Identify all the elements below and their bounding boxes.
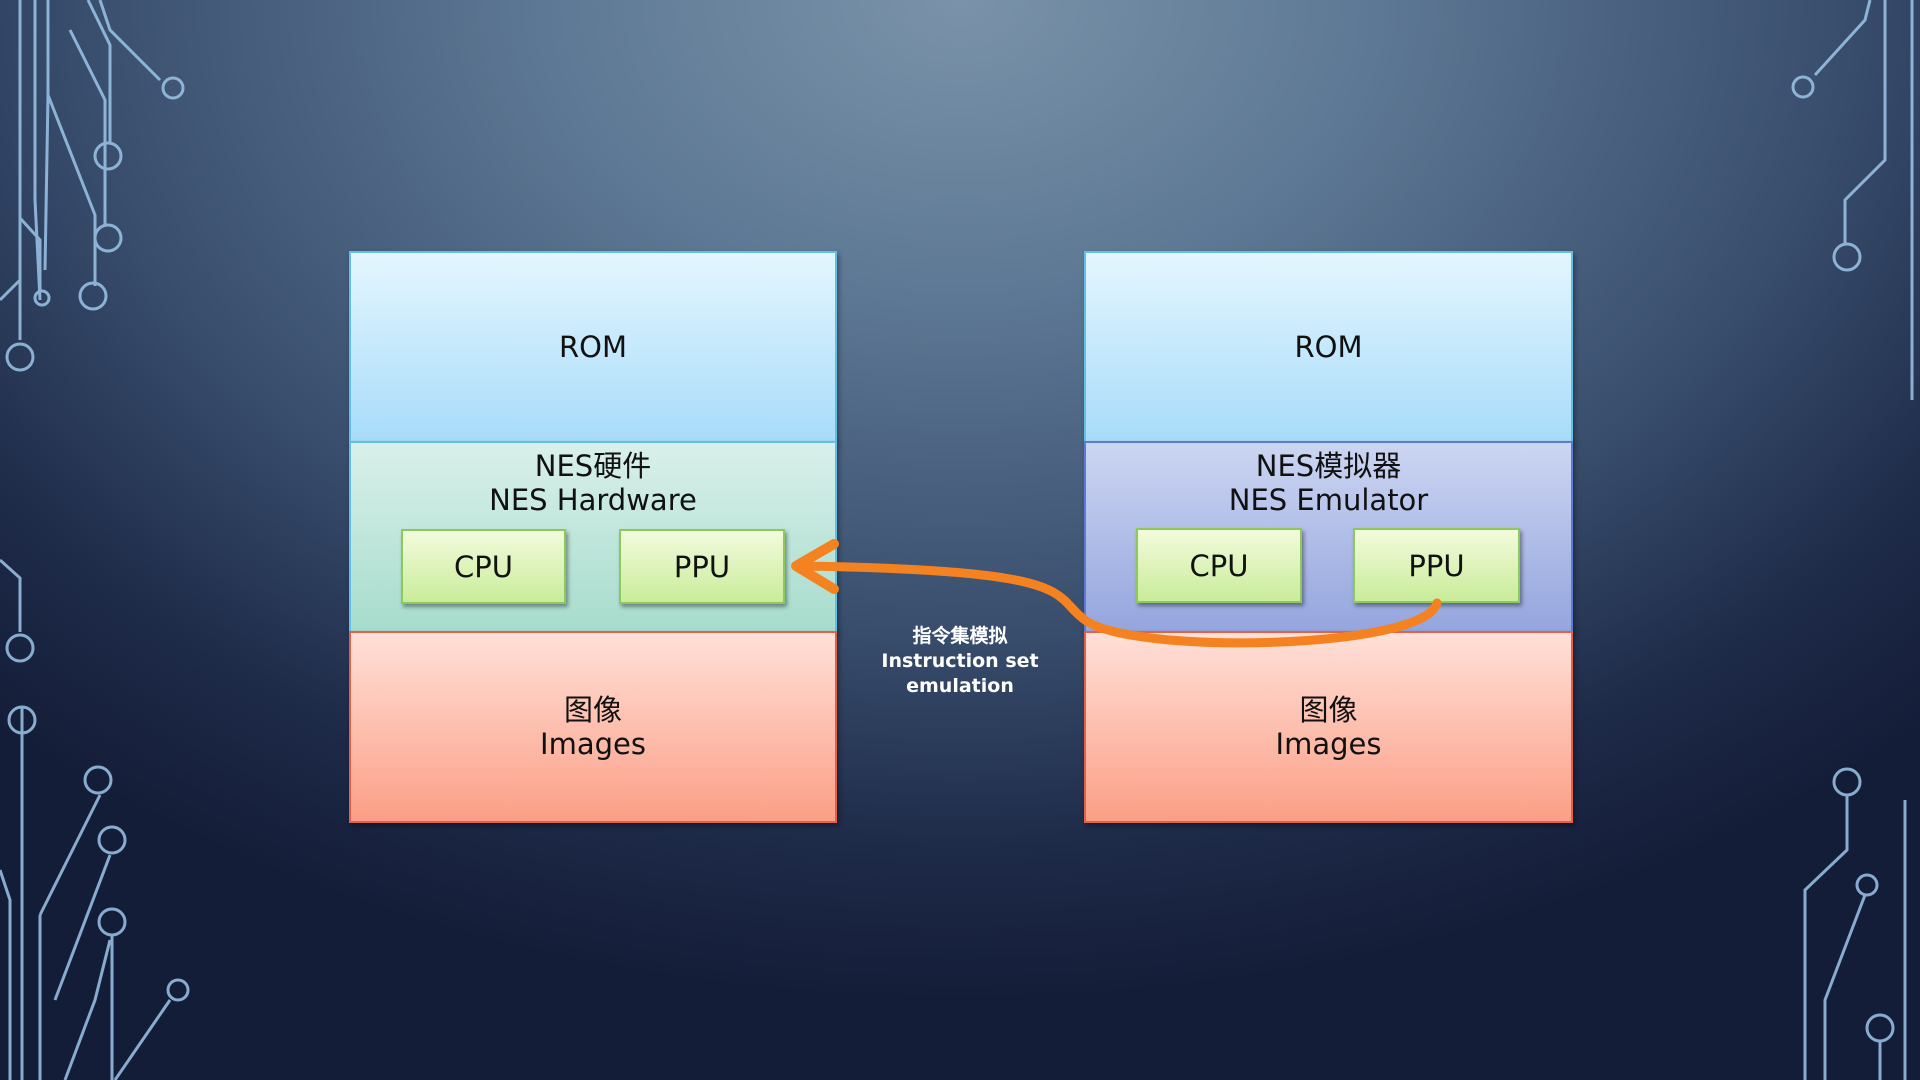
nes-emulator-label-en: NES Emulator bbox=[1228, 483, 1429, 517]
right-images-block: 图像 Images bbox=[1084, 631, 1573, 823]
left-rom-label: ROM bbox=[559, 330, 627, 364]
arrow-label-en-2: emulation bbox=[906, 675, 1014, 697]
right-rom-label: ROM bbox=[1294, 330, 1363, 364]
left-cpu-label: CPU bbox=[454, 549, 513, 584]
right-rom-block: ROM bbox=[1084, 251, 1573, 443]
right-cpu-chip: CPU bbox=[1136, 528, 1302, 603]
right-images-label-zh: 图像 bbox=[1299, 693, 1358, 727]
nes-hardware-label-zh: NES硬件 bbox=[534, 449, 652, 483]
arrow-label-en-1: Instruction set bbox=[881, 650, 1039, 672]
left-ppu-chip: PPU bbox=[619, 529, 785, 604]
arrow-head-icon bbox=[791, 539, 839, 594]
right-ppu-label: PPU bbox=[1408, 548, 1465, 583]
nes-hardware-label-en: NES Hardware bbox=[489, 483, 697, 517]
left-images-label-en: Images bbox=[540, 727, 646, 761]
right-cpu-label: CPU bbox=[1189, 548, 1249, 583]
left-images-label-zh: 图像 bbox=[563, 693, 622, 727]
arrow-label-zh: 指令集模拟 bbox=[912, 625, 1008, 647]
right-ppu-chip: PPU bbox=[1353, 528, 1520, 603]
right-images-label-en: Images bbox=[1275, 727, 1382, 761]
left-ppu-label: PPU bbox=[673, 549, 731, 584]
emulation-arrow-curve bbox=[795, 561, 1442, 648]
left-cpu-chip: CPU bbox=[401, 529, 566, 604]
left-rom-block: ROM bbox=[349, 251, 837, 443]
nes-emulator-label-zh: NES模拟器 bbox=[1255, 449, 1402, 483]
left-images-block: 图像 Images bbox=[349, 631, 837, 823]
emulation-arrow-label: 指令集模拟 Instruction set emulation bbox=[860, 624, 1060, 699]
